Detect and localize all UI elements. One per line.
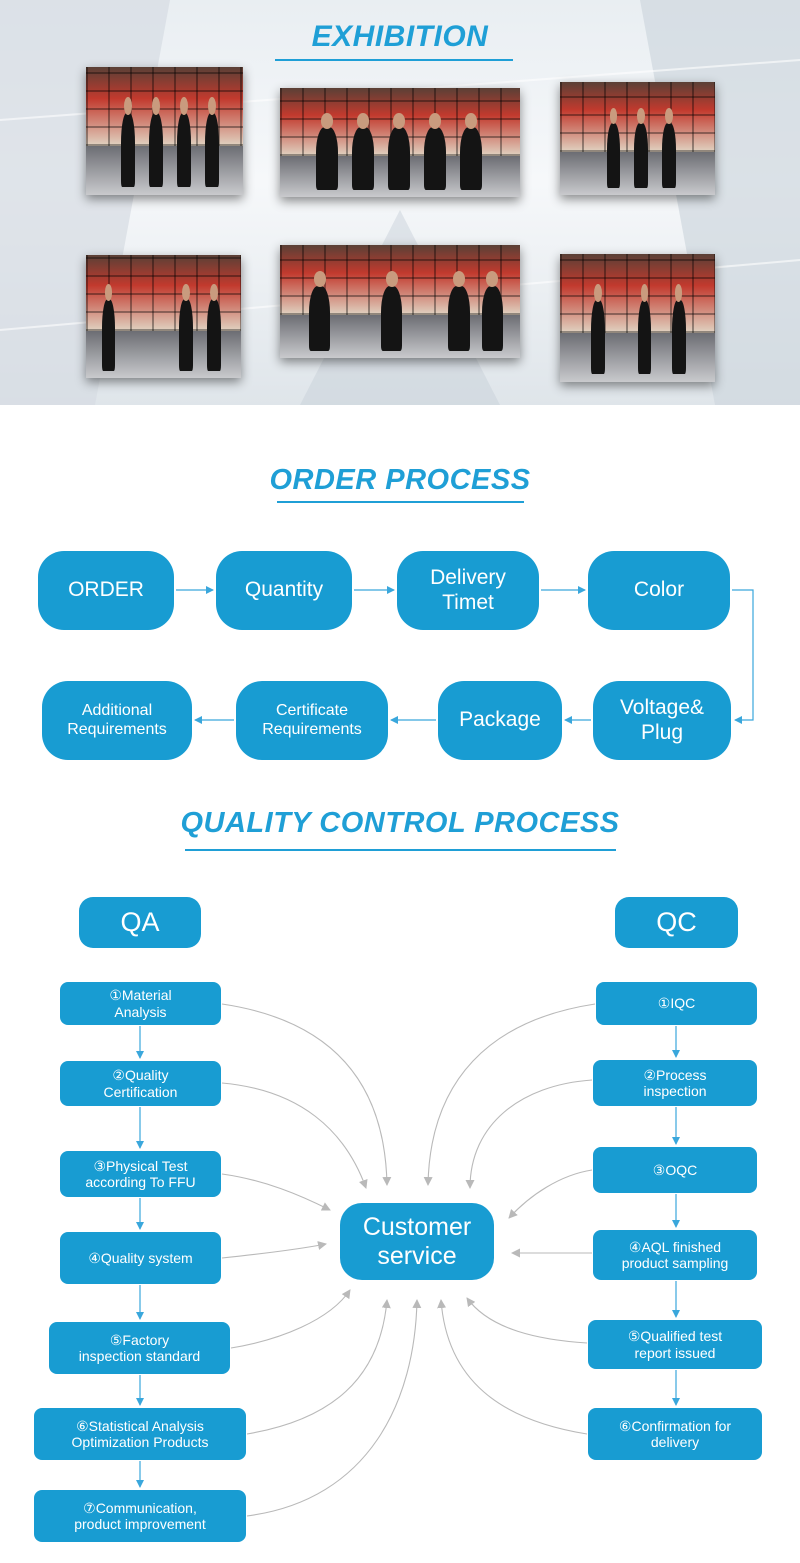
order-step-label: Color [633,578,685,602]
exhibition-section: EXHIBITION [0,0,800,405]
order-step-voltage-plug: Voltage& Plug [593,681,731,760]
quality-control-title: QUALITY CONTROL PROCESS [180,807,620,839]
order-step-label: Delivery Timet [430,566,506,614]
arrow-color-voltage [732,589,754,724]
qc-header: QC [615,897,738,948]
exhibition-title-underline [275,59,513,61]
exhibition-photo [280,88,520,197]
qa-step-2: ②Quality Certification [60,1061,221,1106]
exhibition-photo [86,67,243,195]
qa-step-5: ⑤Factory inspection standard [49,1322,230,1374]
order-step-label: Quantity [244,578,324,602]
qc-step-3: ③OQC [593,1147,757,1193]
order-step-label: Package [459,708,541,732]
order-step-color: Color [588,551,730,630]
order-step-delivery-time: Delivery Timet [397,551,539,630]
qa-header: QA [79,897,201,948]
qa-step-3: ③Physical Test according To FFU [60,1151,221,1197]
order-step-label: Certificate Requirements [262,702,362,738]
qc-step-2: ②Process inspection [593,1060,757,1106]
order-step-certificate: Certificate Requirements [236,681,388,760]
qc-step-5: ⑤Qualified test report issued [588,1320,762,1369]
order-step-quantity: Quantity [216,551,352,630]
qa-step-1: ①Material Analysis [60,982,221,1025]
order-step-label: Additional Requirements [67,702,167,738]
exhibition-title: EXHIBITION [311,20,489,53]
qa-step-6: ⑥Statistical Analysis Optimization Produ… [34,1408,246,1460]
order-process-underline [277,501,524,503]
qa-step-4: ④Quality system [60,1232,221,1284]
customer-service-box: Customer service [340,1203,494,1280]
exhibition-photo [560,254,715,382]
order-step-label: Voltage& Plug [619,696,705,744]
order-process-title: ORDER PROCESS [269,464,531,496]
order-step-package: Package [438,681,562,760]
qa-step-7: ⑦Communication, product improvement [34,1490,246,1542]
exhibition-photo [560,82,715,195]
order-step-label: ORDER [68,578,144,602]
qc-step-1: ①IQC [596,982,757,1025]
order-step-additional: Additional Requirements [42,681,192,760]
qc-step-4: ④AQL finished product sampling [593,1230,757,1280]
exhibition-photo [86,255,241,378]
qc-step-6: ⑥Confirmation for delivery [588,1408,762,1460]
quality-control-underline [185,849,616,851]
exhibition-photo [280,245,520,358]
order-step-order: ORDER [38,551,174,630]
